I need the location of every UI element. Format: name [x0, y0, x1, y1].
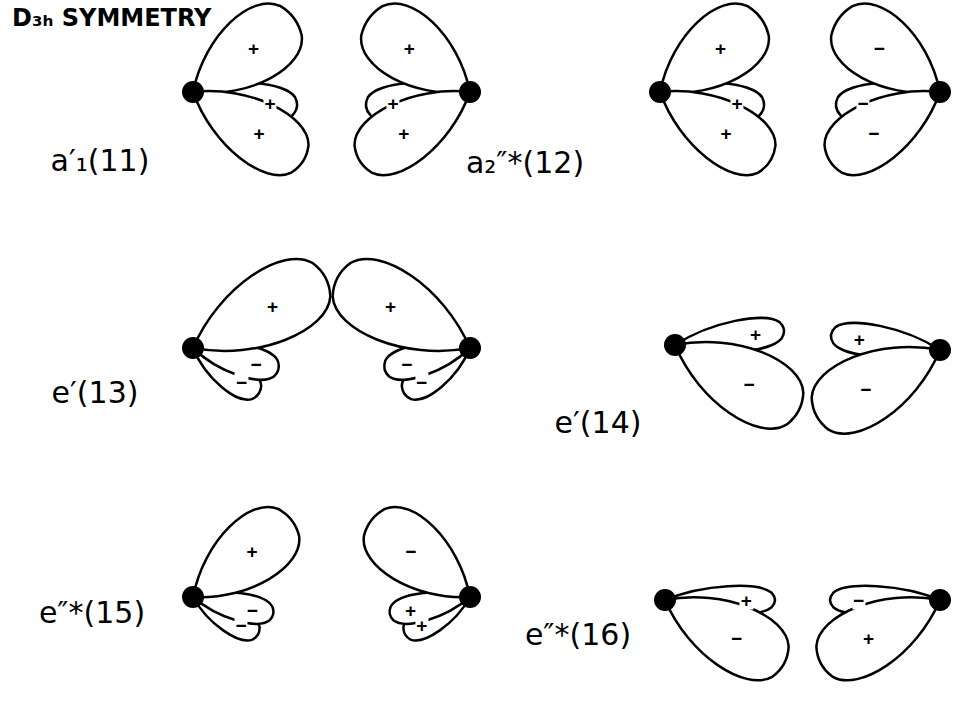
phase-sign: + [730, 93, 743, 112]
phase-sign: − [873, 38, 886, 57]
phase-sign: + [853, 329, 866, 348]
phase-sign: + [862, 629, 875, 648]
phase-sign: + [740, 591, 753, 610]
phase-sign: − [867, 124, 880, 143]
phase-sign: − [246, 600, 259, 619]
phase-sign: − [415, 372, 428, 391]
phase-sign: − [856, 93, 869, 112]
orbital-label: e″*(15) [39, 595, 145, 630]
orbital-lobe [172, 494, 312, 624]
phase-sign: + [415, 615, 428, 634]
orbital-lobe [813, 65, 957, 188]
atom-dot [459, 586, 481, 608]
orbital-lobe [649, 570, 800, 693]
orbital-label: e′(14) [555, 405, 642, 440]
orbital-lobe [320, 245, 487, 381]
orbital-lobe [351, 494, 491, 624]
atom-dot [459, 81, 481, 103]
phase-sign: + [266, 296, 279, 315]
orbital-lobe [176, 245, 343, 381]
phase-sign: + [253, 124, 266, 143]
phase-sign: + [386, 93, 399, 112]
phase-sign: − [400, 354, 413, 373]
orbital-label: a₂″*(12) [466, 145, 584, 180]
phase-sign: + [714, 38, 727, 57]
atom-dot [664, 334, 686, 356]
atom-dot [929, 339, 951, 361]
atom-dot [182, 586, 204, 608]
phase-sign: + [397, 124, 410, 143]
phase-sign: − [743, 375, 756, 394]
phase-sign: + [247, 38, 260, 57]
phase-sign: + [384, 296, 397, 315]
atom-dot [929, 589, 951, 611]
phase-sign: + [263, 93, 276, 112]
phase-sign: + [403, 38, 416, 57]
phase-sign: − [404, 541, 417, 560]
atom-dot [649, 81, 671, 103]
symmetry-title: D₃ₕ SYMMETRY [12, 4, 211, 32]
atom-dot [182, 81, 204, 103]
phase-sign: − [859, 380, 872, 399]
orbital-lobe [805, 570, 956, 693]
phase-sign: − [250, 354, 263, 373]
orbital-lobe [643, 65, 787, 188]
atom-dot [929, 81, 951, 103]
phase-sign: − [852, 591, 865, 610]
atom-dot [182, 337, 204, 359]
phase-sign: + [720, 124, 733, 143]
orbital-lobe [658, 314, 815, 442]
phase-sign: + [246, 541, 259, 560]
phase-sign: − [730, 629, 743, 648]
orbital-lobe [343, 65, 487, 188]
orbital-lobe [176, 65, 320, 188]
phase-sign: − [235, 615, 248, 634]
atom-dot [459, 337, 481, 359]
orbital-label: e′(13) [52, 375, 139, 410]
atom-dot [654, 589, 676, 611]
phase-sign: + [749, 324, 762, 343]
orbital-label: e″*(16) [525, 617, 631, 652]
phase-sign: − [235, 372, 248, 391]
orbital-lobe [800, 319, 957, 447]
orbital-label: a′₁(11) [51, 143, 150, 178]
